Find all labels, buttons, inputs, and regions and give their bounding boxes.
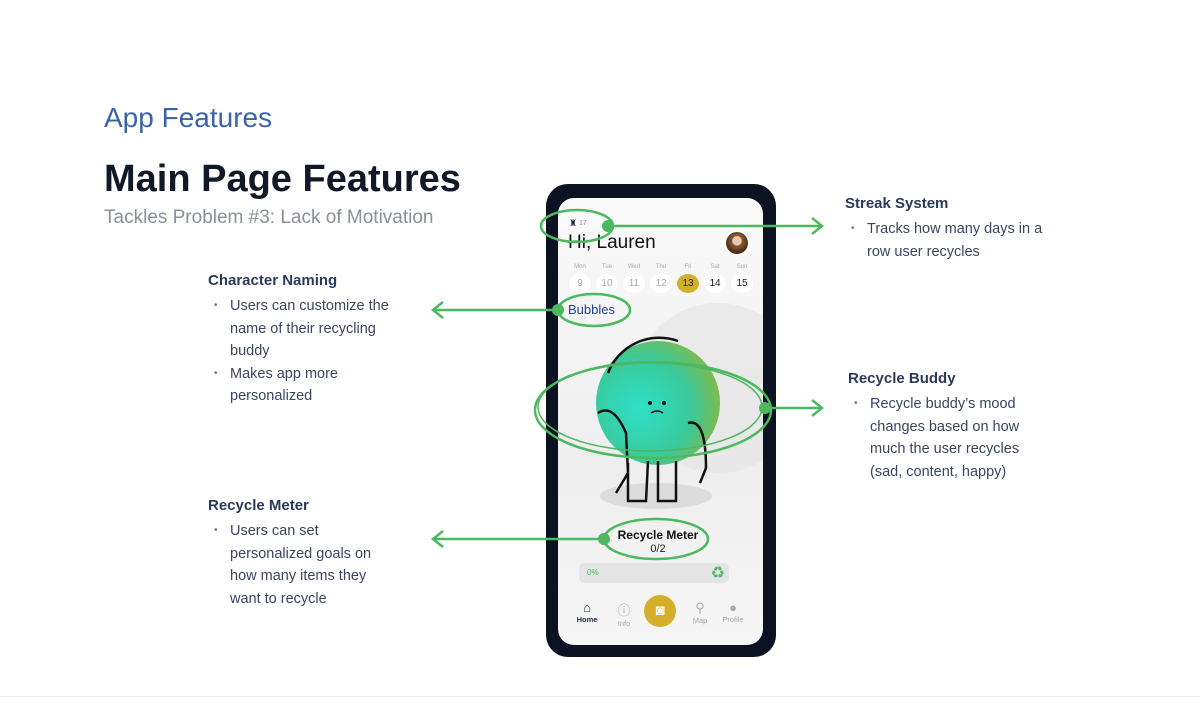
- recycle-icon: ♻: [710, 565, 725, 582]
- home-icon: ⌂: [583, 600, 591, 615]
- camera-icon: ◙: [655, 602, 665, 619]
- nav-label: Map: [692, 616, 708, 625]
- annotation-bullet: Recycle buddy’s mood changes based on ho…: [848, 393, 1038, 483]
- annotation-bullet: Users can customize the name of their re…: [208, 295, 403, 363]
- annotation-title: Streak System: [845, 195, 949, 212]
- day-15[interactable]: 15: [731, 274, 753, 293]
- slide-title: Main Page Features: [104, 158, 461, 200]
- slide-subtitle: Tackles Problem #3: Lack of Motivation: [104, 207, 434, 228]
- day-label: Thu: [655, 264, 667, 270]
- meter-annotation: Recycle Meter Users can set personalized…: [208, 497, 393, 610]
- nav-map[interactable]: ⚲Map: [682, 600, 718, 625]
- map-pin-icon: ⚲: [695, 600, 705, 615]
- meter-percent: 0%: [587, 568, 599, 577]
- nav-home[interactable]: ⌂Home: [569, 600, 605, 624]
- annotation-title: Recycle Buddy: [848, 370, 956, 387]
- nav-label: Profile: [722, 615, 744, 624]
- day-14[interactable]: 14: [704, 274, 726, 293]
- recycle-meter-bar: 0% ♻: [579, 563, 729, 583]
- annotation-title: Character Naming: [208, 272, 338, 289]
- day-13[interactable]: 13: [677, 274, 699, 293]
- streak-count: 17: [579, 220, 587, 227]
- nav-label: Home: [576, 615, 598, 624]
- day-12[interactable]: 12: [650, 274, 672, 293]
- buddy-name[interactable]: Bubbles: [568, 302, 615, 317]
- meter-title: Recycle Meter: [617, 528, 699, 542]
- naming-annotation: Character Naming Users can customize the…: [208, 272, 403, 408]
- day-label: Sun: [736, 264, 748, 270]
- annotation-bullet: Tracks how many days in a row user recyc…: [845, 218, 1045, 263]
- annotation-title: Recycle Meter: [208, 497, 309, 514]
- day-label: Mon: [574, 264, 586, 270]
- recycle-buddy-character: [596, 336, 720, 503]
- section-kicker: App Features: [104, 102, 273, 133]
- nav-profile[interactable]: ●Profile: [715, 600, 751, 624]
- annotation-bullet: Makes app more personalized: [208, 363, 403, 408]
- avatar[interactable]: [724, 230, 750, 256]
- app-screen: ♜ 17 Hi, Lauren Mon 9 Tue 10 Wed 11 Thu 12 Fri 13…: [558, 198, 763, 645]
- nav-label: Info: [617, 619, 631, 628]
- day-label: Fri: [684, 264, 692, 270]
- annotation-bullet: Users can set personalized goals on how …: [208, 520, 393, 610]
- greeting: Hi, Lauren: [568, 232, 656, 253]
- profile-icon: ●: [729, 600, 737, 615]
- buddy-annotation: Recycle Buddy Recycle buddy’s mood chang…: [848, 370, 1038, 483]
- trophy-icon: ♜: [569, 218, 578, 228]
- divider: [0, 696, 1200, 697]
- streak-annotation: Streak System Tracks how many days in a …: [845, 195, 1045, 263]
- day-11[interactable]: 11: [623, 274, 645, 293]
- day-label: Tue: [601, 264, 613, 270]
- day-10[interactable]: 10: [596, 274, 618, 293]
- day-label: Sat: [710, 264, 720, 270]
- camera-button[interactable]: ◙: [644, 595, 676, 627]
- meter-count: 0/2: [650, 543, 666, 555]
- info-icon: ⓘ: [617, 603, 631, 618]
- day-9[interactable]: 9: [569, 274, 591, 293]
- day-label: Wed: [627, 264, 641, 270]
